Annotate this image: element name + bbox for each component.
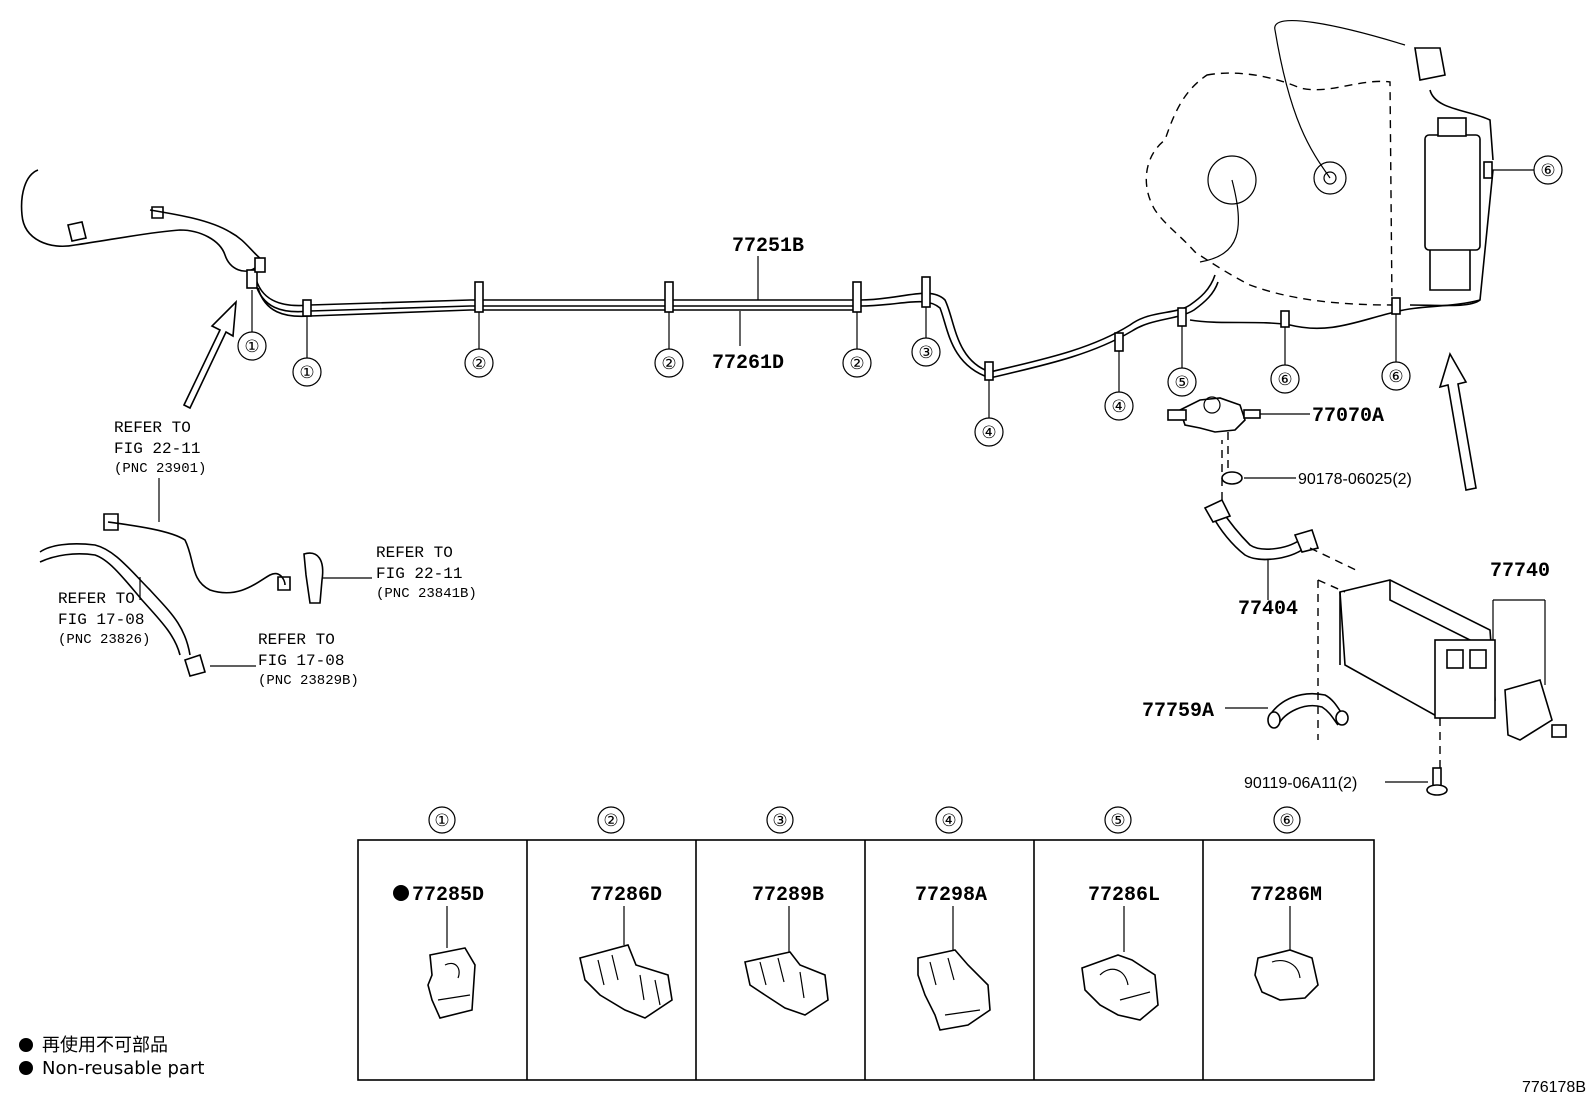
table-header-4: ④	[941, 811, 956, 830]
callout-5: ⑤	[1174, 373, 1189, 392]
legend-dot-en	[19, 1061, 33, 1075]
bolt-90119	[1385, 767, 1448, 796]
clamp-part-5: 77286L	[1088, 884, 1160, 907]
clamp-table-headers: ① ② ③ ④ ⑤ ⑥	[428, 806, 1301, 834]
refer-to-2-line3: (PNC 23841B)	[376, 586, 477, 602]
callout-1b: ①	[299, 363, 314, 382]
clamp-drawing-5	[1081, 906, 1159, 1021]
legend-text-en: Non-reusable part	[42, 1058, 204, 1079]
part-label-77759A: 77759A	[1142, 700, 1214, 723]
clamp-drawing-1	[427, 906, 476, 1019]
clamp-table	[357, 839, 1375, 1081]
clamp-drawing-4	[917, 906, 991, 1031]
callout-2b: ②	[661, 354, 676, 373]
main-callouts: ① ① ② ② ② ③ ④ ④ ⑤ ⑥ ⑥ ⑥	[237, 155, 1563, 447]
clamp-drawing-6	[1254, 906, 1319, 1001]
canister-77740	[1317, 579, 1567, 770]
clamp-part-2: 77286D	[590, 884, 662, 907]
callout-4b: ④	[1111, 397, 1126, 416]
refer-to-1-line3: (PNC 23901)	[114, 461, 206, 477]
callout-2c: ②	[849, 354, 864, 373]
legend-text-jp: 再使用不可部品	[42, 1035, 168, 1056]
tank-vent-canister	[1409, 47, 1494, 307]
callout-2a: ②	[471, 354, 486, 373]
valve-77070A	[1167, 396, 1310, 470]
table-header-6: ⑥	[1279, 811, 1294, 830]
part-label-77251B: 77251B	[732, 235, 804, 258]
legend-dot-jp	[19, 1038, 33, 1052]
refer-to-3-line1: REFER TO	[58, 590, 135, 608]
clamp-drawing-3	[744, 906, 829, 1016]
table-header-1: ①	[434, 811, 449, 830]
direction-arrows	[182, 299, 1477, 491]
refer-to-4-line2: FIG 17-08	[258, 652, 344, 670]
lower-left-hoses	[39, 478, 372, 677]
main-vent-pipes	[246, 161, 1493, 381]
non-reusable-dot	[393, 885, 409, 901]
refer-to-2-line1: REFER TO	[376, 544, 453, 562]
refer-to-2-line2: FIG 22-11	[376, 565, 462, 583]
refer-to-1-line1: REFER TO	[114, 419, 191, 437]
part-label-90178: 90178-06025(2)	[1298, 471, 1412, 488]
callout-6b: ⑥	[1388, 367, 1403, 386]
callout-3: ③	[918, 343, 933, 362]
upper-left-harness	[20, 169, 263, 272]
hose-77759A	[1225, 692, 1349, 729]
clamp-part-1: 77285D	[412, 884, 484, 907]
refer-to-4-line3: (PNC 23829B)	[258, 673, 359, 689]
clamp-part-4: 77298A	[915, 884, 987, 907]
part-label-77070A: 77070A	[1312, 405, 1384, 428]
fuel-tank-outline	[1145, 20, 1406, 306]
clamp-drawing-2	[579, 906, 673, 1019]
table-header-2: ②	[603, 811, 618, 830]
table-header-3: ③	[772, 811, 787, 830]
refer-to-4-line1: REFER TO	[258, 631, 335, 649]
callout-6c: ⑥	[1540, 161, 1555, 180]
refer-to-3-line2: FIG 17-08	[58, 611, 144, 629]
table-header-5: ⑤	[1110, 811, 1125, 830]
refer-to-3-line3: (PNC 23826)	[58, 632, 150, 648]
callout-4a: ④	[981, 423, 996, 442]
part-label-77740: 77740	[1490, 560, 1550, 583]
callout-6a: ⑥	[1277, 370, 1292, 389]
callout-1a: ①	[244, 337, 259, 356]
part-label-77261D: 77261D	[712, 352, 784, 375]
part-label-90119: 90119-06A11(2)	[1244, 775, 1357, 792]
clamp-part-6: 77286M	[1250, 884, 1322, 907]
hose-77404	[1203, 440, 1361, 600]
clamp-part-3: 77289B	[752, 884, 824, 907]
refer-to-1-line2: FIG 22-11	[114, 440, 200, 458]
nut-90178	[1221, 471, 1296, 485]
part-label-77404: 77404	[1238, 598, 1298, 621]
diagram-code: 776178B	[1522, 1079, 1586, 1096]
